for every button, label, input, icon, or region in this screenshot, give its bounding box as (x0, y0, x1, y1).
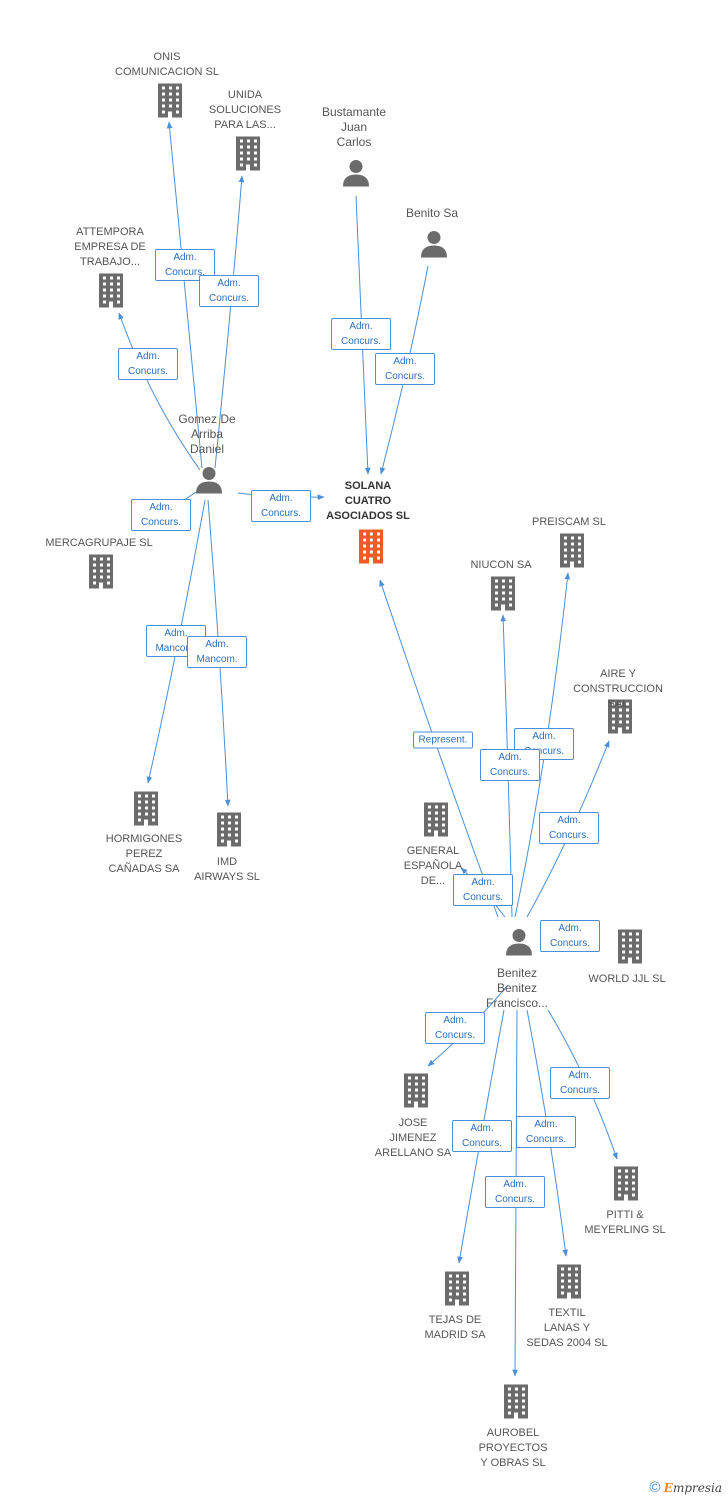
person-icon[interactable] (194, 465, 224, 500)
building-icon[interactable] (130, 790, 162, 831)
node-label-preiscam[interactable]: PREISCAM SL (532, 516, 606, 528)
person-icon[interactable] (504, 927, 534, 962)
building-icon[interactable] (487, 575, 519, 616)
edge-label-gomez-unida[interactable]: Adm. Concurs. (199, 275, 259, 307)
edge-label-benitez-tejas[interactable]: Adm. Concurs. (452, 1120, 512, 1152)
building-icon[interactable] (556, 532, 588, 573)
node-label-textil[interactable]: TEXTIL LANAS Y SEDAS 2004 SL (526, 1307, 608, 1349)
building-icon[interactable] (232, 135, 264, 176)
empresia-footer[interactable]: © Empresia (649, 1479, 722, 1496)
building-icon[interactable] (614, 928, 646, 969)
building-icon[interactable] (420, 801, 452, 842)
edge-gomez-onis (166, 121, 203, 469)
edge-label-gomez-imd[interactable]: Adm. Mancom. (187, 636, 247, 668)
node-label-gomez[interactable]: Gomez De Arriba Daniel (178, 412, 236, 456)
building-icon[interactable] (610, 1165, 642, 1206)
edge-label-bustamante-solana[interactable]: Adm. Concurs. (331, 318, 391, 350)
node-label-onis[interactable]: ONIS COMUNICACION SL (115, 51, 219, 78)
empresia-logo: Empresia (663, 1481, 722, 1495)
building-icon[interactable] (500, 1383, 532, 1424)
building-icon[interactable] (213, 811, 245, 852)
node-label-general[interactable]: GENERAL ESPAÑOLA DE... (403, 845, 463, 887)
node-label-pitti[interactable]: PITTI & MEYERLING SL (584, 1209, 666, 1236)
person-icon[interactable] (341, 158, 371, 193)
edge-label-benitez-niucon[interactable]: Adm. Concurs. (480, 749, 540, 781)
edge-label-benitez-solana[interactable]: Represent. (413, 731, 473, 749)
edge-label-benito-solana[interactable]: Adm. Concurs. (375, 353, 435, 385)
edge-label-gomez-mercagrupaje[interactable]: Adm. Concurs. (131, 499, 191, 531)
node-label-worldjjl[interactable]: WORLD JJL SL (588, 973, 666, 985)
edge-label-benitez-aurobel[interactable]: Adm. Concurs. (485, 1176, 545, 1208)
node-label-jose[interactable]: JOSE JIMENEZ ARELLANO SA (374, 1117, 452, 1159)
edge-label-gomez-solana[interactable]: Adm. Concurs. (251, 490, 311, 522)
node-label-hormigones[interactable]: HORMIGONES PEREZ CAÑADAS SA (105, 833, 183, 875)
node-label-imd[interactable]: IMD AIRWAYS SL (194, 856, 260, 883)
node-label-mercagrupaje[interactable]: MERCAGRUPAJE SL (45, 537, 153, 549)
edge-label-benitez-pitti[interactable]: Adm. Concurs. (550, 1067, 610, 1099)
edge-label-benitez-worldjjl[interactable]: Adm. Concurs. (540, 920, 600, 952)
node-label-niucon[interactable]: NIUCON SA (470, 559, 532, 571)
node-label-benito[interactable]: Benito Sa (405, 206, 459, 220)
building-icon[interactable] (154, 82, 186, 123)
building-icon[interactable] (441, 1270, 473, 1311)
copyright-symbol: © (649, 1479, 661, 1496)
building-icon[interactable] (85, 553, 117, 594)
node-label-benitez[interactable]: Benitez Benitez Francisco... (485, 966, 549, 1010)
building-icon[interactable] (553, 1263, 585, 1304)
node-label-unida[interactable]: UNIDA SOLUCIONES PARA LAS... (208, 89, 282, 131)
edge-label-gomez-attempora[interactable]: Adm. Concurs. (118, 348, 178, 380)
node-label-solana[interactable]: SOLANA CUATRO ASOCIADOS SL (326, 480, 410, 522)
edge-gomez-attempora (118, 312, 201, 471)
edge-label-benitez-general[interactable]: Adm. Concurs. (453, 874, 513, 906)
person-icon[interactable] (419, 229, 449, 264)
node-label-tejas[interactable]: TEJAS DE MADRID SA (424, 1314, 486, 1341)
edge-label-benitez-jose[interactable]: Adm. Concurs. (425, 1012, 485, 1044)
main-company-building-icon[interactable] (355, 528, 387, 569)
node-label-aurobel[interactable]: AUROBEL PROYECTOS Y OBRAS SL (478, 1427, 548, 1469)
node-label-aire[interactable]: AIRE Y CONSTRUCCION SAL (573, 668, 663, 710)
node-label-attempora[interactable]: ATTEMPORA EMPRESA DE TRABAJO... (74, 226, 146, 268)
edge-label-benitez-aire[interactable]: Adm. Concurs. (539, 812, 599, 844)
building-icon[interactable] (95, 272, 127, 313)
building-icon[interactable] (400, 1072, 432, 1113)
building-icon[interactable] (604, 698, 636, 739)
node-label-bustamante[interactable]: Bustamante Juan Carlos (321, 105, 387, 149)
edge-label-benitez-textil[interactable]: Adm. Concurs. (516, 1116, 576, 1148)
edge-gomez-unida (214, 175, 245, 469)
